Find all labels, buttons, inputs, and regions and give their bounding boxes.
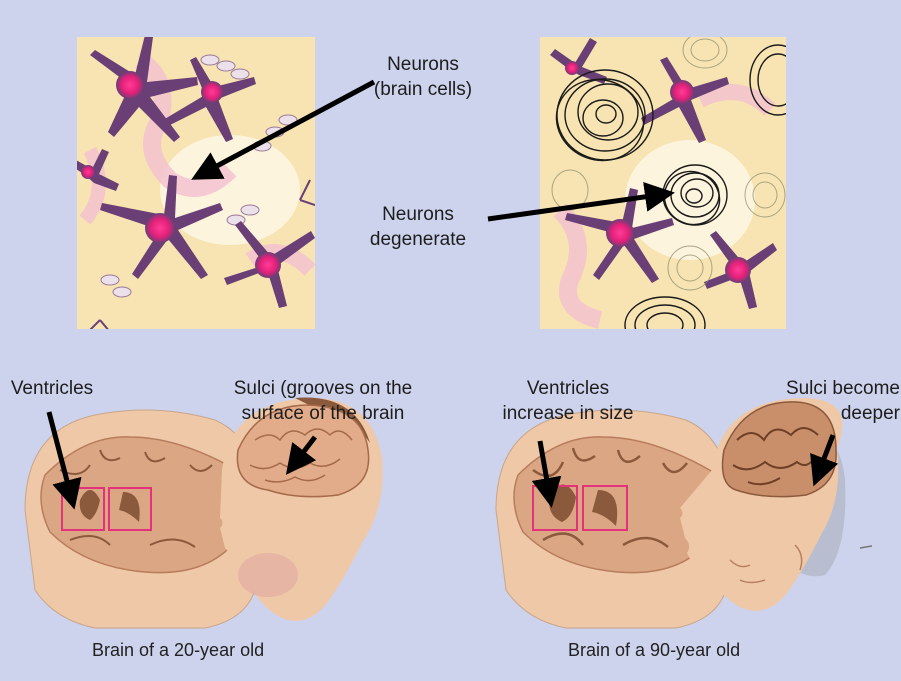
sulci-young-label: Sulci (grooves on the surface of the bra… [214,376,432,426]
degenerated-neurons-panel [540,32,806,353]
ventricles-old-label: Ventricles increase in size [488,376,648,426]
old-brain-caption: Brain of a 90-year old [568,640,740,661]
ventricles-young-label: Ventricles [0,376,104,401]
young-brain-caption: Brain of a 20-year old [92,640,264,661]
healthy-neurons-panel [70,35,315,332]
sulci-old-label: Sulci become deeper [744,376,900,426]
neurons-label: Neurons (brain cells) [372,52,474,102]
neurons-degenerate-label: Neurons degenerate [362,202,474,252]
young-head-profile [220,398,383,621]
